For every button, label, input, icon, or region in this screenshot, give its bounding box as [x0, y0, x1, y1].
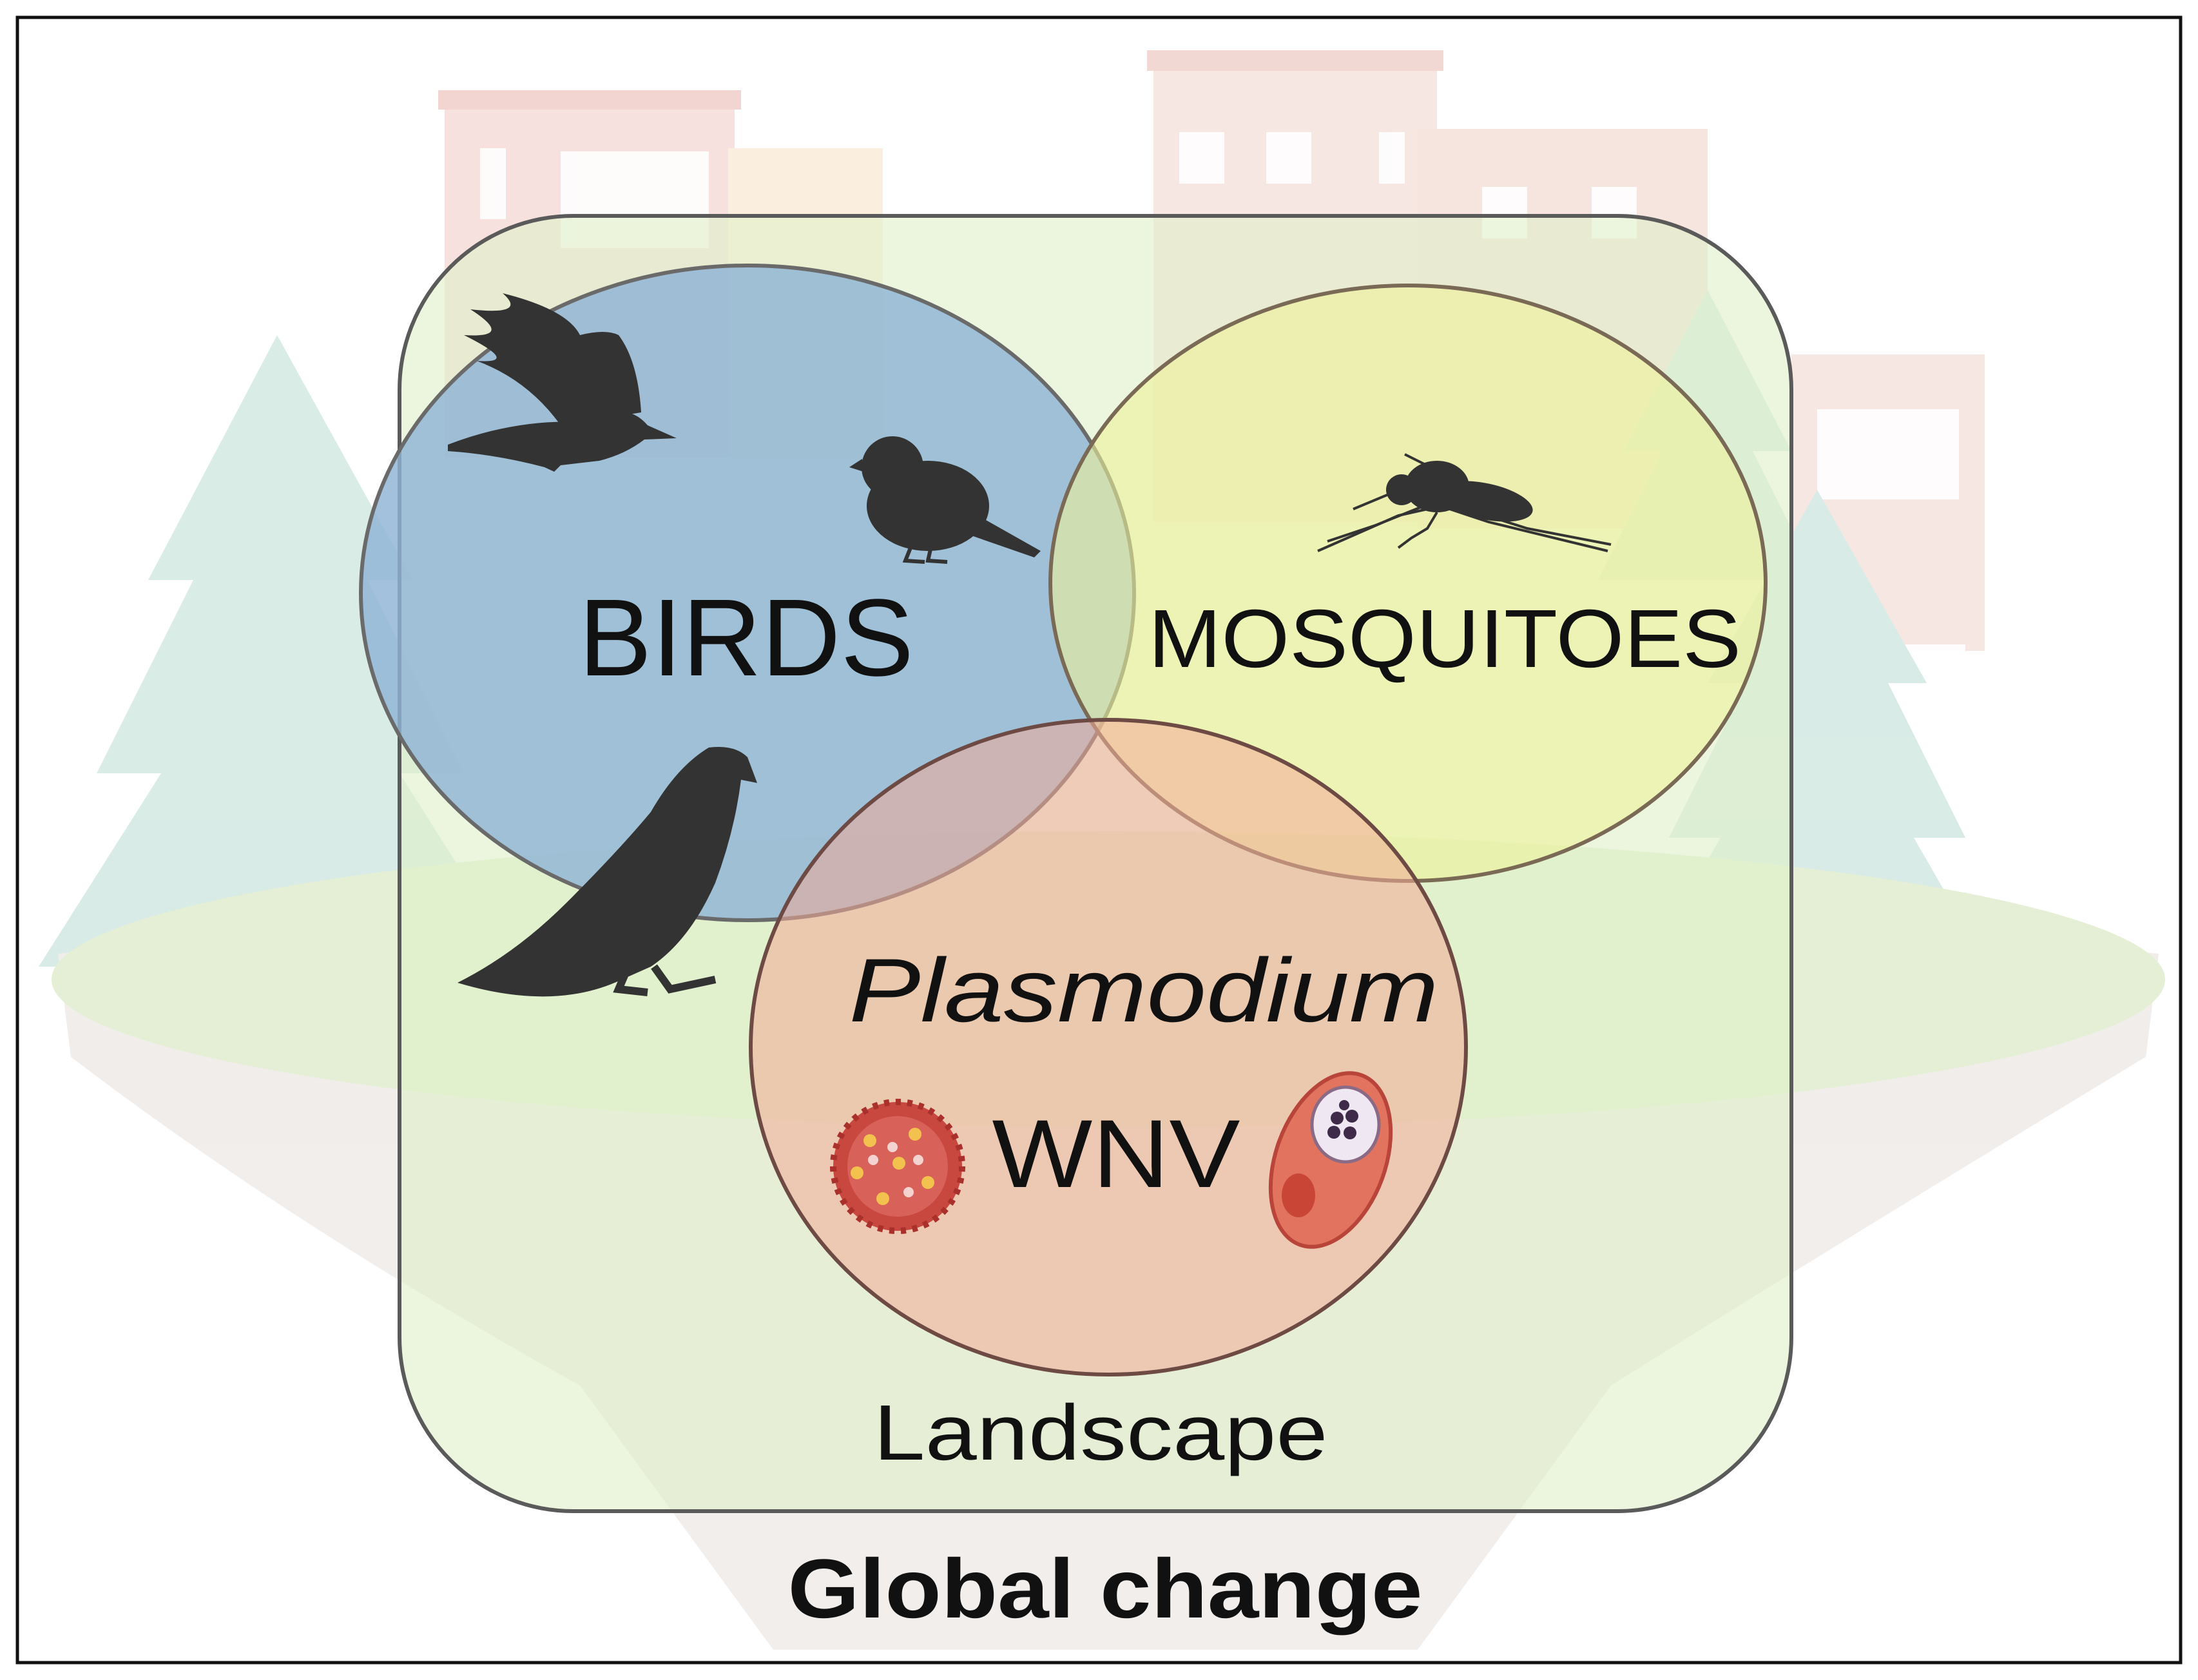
figure-frame	[15, 15, 2183, 1665]
birds-label: BIRDS	[579, 577, 914, 699]
falcon-icon	[458, 747, 757, 997]
pathogens-circle	[749, 718, 1468, 1376]
sparrow-icon	[849, 436, 1041, 564]
mosquito-icon	[1317, 453, 1612, 552]
crow-icon	[448, 293, 677, 472]
virus-icon	[830, 1099, 965, 1234]
plasmodium-label: Plasmodium	[849, 940, 1439, 1041]
wnv-label: WNV	[992, 1099, 1240, 1208]
parasite-cell-icon	[1268, 1071, 1393, 1249]
mosquitoes-label: MOSQUITOES	[1148, 593, 1741, 685]
global-change-label: Global change	[788, 1541, 1423, 1636]
landscape-label: Landscape	[874, 1389, 1328, 1476]
